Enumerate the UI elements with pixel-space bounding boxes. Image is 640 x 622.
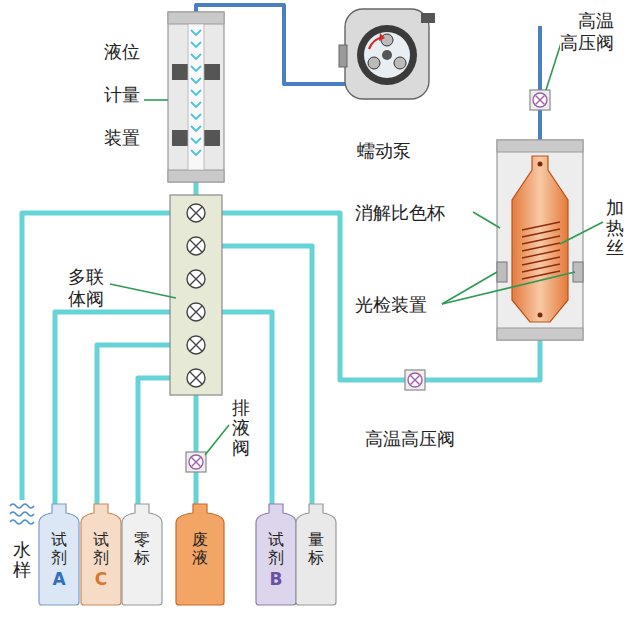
level-chevron [191,150,201,155]
level-chevron [191,126,201,131]
bottle-shape [81,504,121,605]
level-chevron [191,54,201,59]
part-label: 消解比色杯 [355,202,445,224]
bottle-shape [39,504,79,605]
pipe [138,378,170,505]
level-chevron [191,66,201,71]
bottle-letter: A [52,570,65,589]
multi-valve-block [170,195,222,395]
pipe [222,246,312,505]
bottle-shape [296,504,336,605]
reagent-bottle: 试剂 A [38,503,80,606]
bottle-text: 量标 [295,531,337,566]
level-chevron [191,42,201,47]
bottle-text: 零标 [121,531,163,566]
bottle-shape [122,504,162,605]
bottle-label: 废液 [192,531,209,566]
optical-sensor [497,262,507,282]
reagent-bottle: 废液 [175,503,225,606]
pipe [194,182,199,195]
leader-lines [110,40,603,455]
pipe [97,345,170,505]
bottle-letter: B [270,570,283,589]
part-label: 蠕动泵 [357,140,411,162]
bottle-shape [256,504,296,605]
heating-coil [522,222,560,230]
level-chevron [191,114,201,119]
pipe [222,312,272,505]
level-chevron [191,30,201,35]
part-label: 加热丝 [606,198,625,257]
bottle-label: 试剂 [51,531,68,566]
part-label: 多联体阀 [68,266,106,309]
high-temp-pressure-valve [405,370,425,390]
pipe [55,312,170,505]
peristaltic-pump [339,9,435,99]
air-pipes [196,5,540,142]
drain-valve [186,452,206,472]
high-temp-pressure-valve [530,90,550,110]
water-waves [10,504,34,524]
reagent-bottle: 量标 [295,503,337,606]
bottle-shape [176,504,224,605]
level-chevron [191,102,201,107]
bottle-text: 试剂 C [80,531,122,589]
reagent-bottle: 试剂 C [80,503,122,606]
bottle-label: 量标 [308,531,325,566]
heating-coil [522,257,560,265]
part-label: 水样 [13,540,32,580]
bottle-text: 试剂 B [255,531,297,589]
bottle-text: 试剂 A [38,531,80,589]
heating-coil [522,229,560,237]
heating-coil [522,250,560,258]
level-metering-device [168,12,224,182]
level-chevron [191,138,201,143]
pipe [194,395,199,505]
heating-coil [522,236,560,244]
pipe [538,26,542,142]
liquid-pipes [22,182,540,505]
level-chevron [191,78,201,83]
digestion-cuvette [497,140,583,340]
level-chevron [191,90,201,95]
reagent-bottle: 试剂 B [255,503,297,606]
bottle-label: 试剂 [268,531,285,566]
part-label: 光检装置 [355,294,427,316]
bottle-label: 零标 [134,531,151,566]
part-label: 排液阀 [232,398,251,457]
reagent-bottle: 零标 [121,503,163,606]
bottle-letter: C [95,570,107,589]
part-label: 液位计量装置 [104,30,142,160]
part-label: 高温高压阀 [365,428,455,450]
heating-coil [522,243,560,251]
heating-coil [522,264,560,272]
bottle-label: 试剂 [93,531,110,566]
part-label: 高温高压阀 [560,10,616,53]
bottle-text: 废液 [175,531,225,566]
